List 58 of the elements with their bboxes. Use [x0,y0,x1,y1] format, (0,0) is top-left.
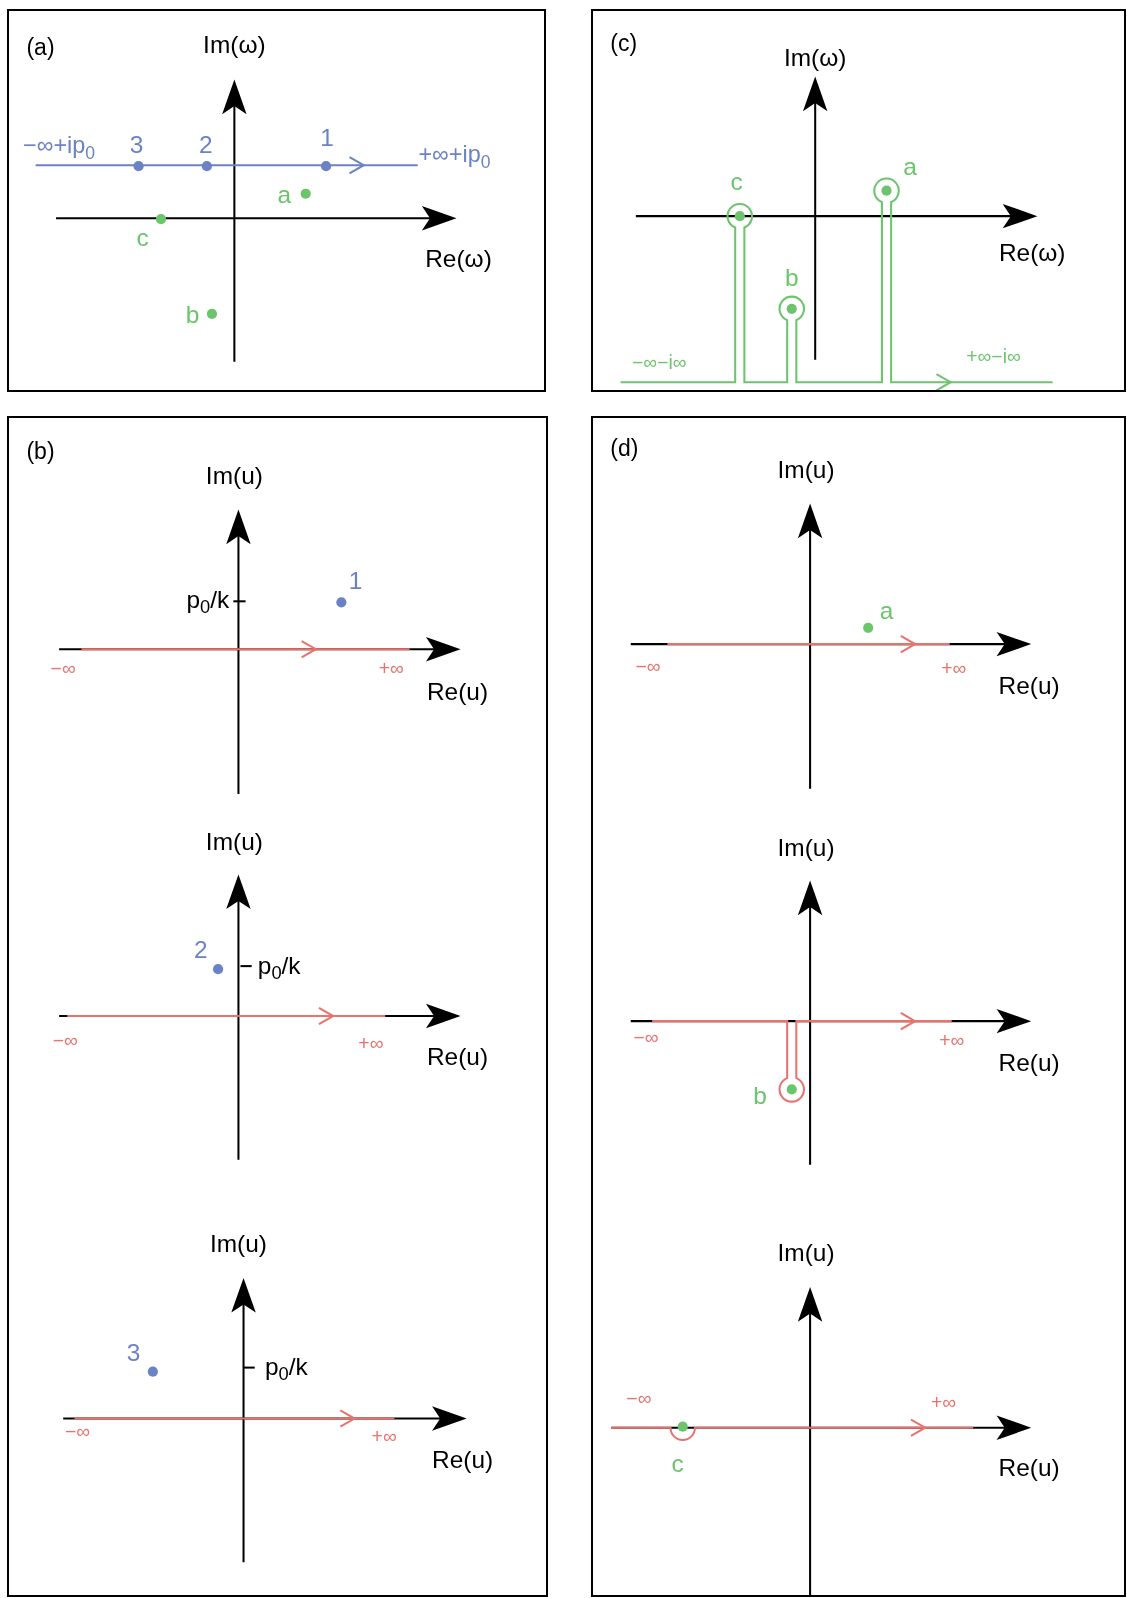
axis-label: Re(u) [426,679,489,705]
point-label: c [136,226,149,251]
infinity-label: +∞ [378,659,404,680]
point-label: 2 [193,937,208,962]
point-label: a [879,599,894,624]
point-label: b [753,1084,767,1109]
axis-label: Im(ω) [783,45,847,71]
infinity-label: +∞ [939,1031,965,1052]
panel-frame [7,9,547,393]
infinity-label: +∞ [931,1393,957,1413]
point-label: a [903,154,917,180]
panel-frame [7,415,549,1597]
axis-label: Im(ω) [203,32,266,58]
infinity-label: −∞ [52,1031,78,1052]
axis-label: Im(u) [205,829,263,854]
axis-label: Re(u) [998,1456,1060,1481]
panel-label: (d) [610,437,639,461]
infinity-label: −∞ [50,659,76,680]
point-label: 2 [199,132,213,157]
infinity-label: −∞ [626,1389,652,1409]
infinity-label: +∞ [941,659,967,680]
tick-label: p$_{0}$/k [264,1355,308,1380]
point-label: a [277,182,292,207]
point-label: 1 [320,125,334,150]
infinity-label: −∞−i∞ [632,353,687,373]
axis-label: Re(ω) [425,246,492,272]
infinity-label: −∞ [635,657,661,678]
axis-label: Im(u) [205,463,263,489]
panel-label: (c) [610,31,638,55]
axis-label: Im(u) [777,457,835,482]
axis-label: Re(u) [432,1448,494,1473]
panel-frame [591,415,1126,1597]
tick-label: p$_{0}$/k [257,953,301,979]
infinity-label: −∞ [64,1422,90,1442]
point-label: b [185,302,200,328]
axis-label: Re(u) [998,1050,1060,1075]
infinity-label: +∞−i∞ [966,346,1021,367]
axis-label: Im(u) [777,1241,835,1266]
point-label: c [671,1452,684,1477]
axis-label: Im(u) [777,835,835,860]
infinity-label: −∞+ip$_{0}$ [23,134,96,158]
panel-frame [591,9,1126,393]
tick-label: p$_{0}$/k [186,587,230,613]
infinity-label: +∞ [358,1034,384,1055]
infinity-label: +∞+ip$_{0}$ [418,143,491,167]
infinity-label: +∞ [371,1427,397,1447]
point-label: c [730,170,743,195]
axis-label: Re(u) [426,1044,489,1069]
axis-label: Re(ω) [998,240,1066,265]
point-label: 3 [129,132,144,157]
point-label: 1 [348,568,363,594]
axis-label: Im(u) [209,1231,267,1257]
panel-label: (b) [26,440,55,464]
panel-label: (a) [26,35,55,59]
point-label: 3 [126,1341,141,1366]
point-label: b [784,265,799,291]
infinity-label: −∞ [633,1028,659,1048]
axis-label: Re(u) [998,673,1060,698]
